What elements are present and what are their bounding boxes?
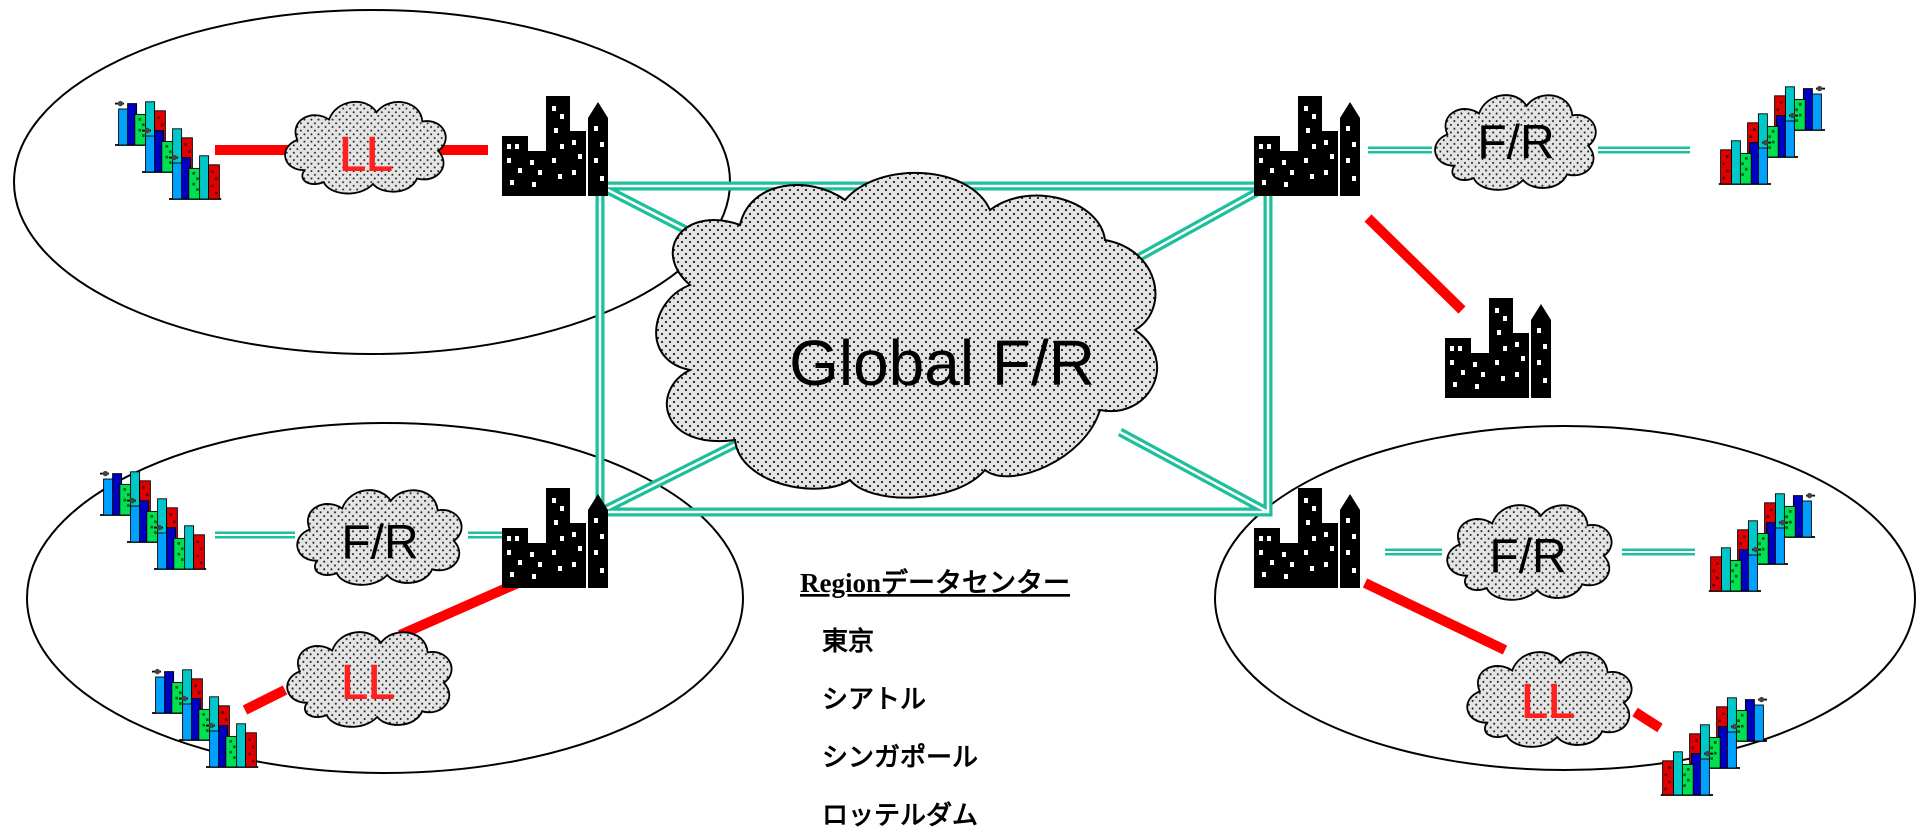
bottom-right-ll-label: LL [1521,676,1574,729]
legend: Regionデータセンター 東京 シアトル シンガポール ロッテルダム [800,567,1070,830]
legend-title: Regionデータセンター [800,567,1070,598]
branch-offices-bottom-right-ll-icon [1661,697,1767,795]
legend-item-seattle: シアトル [822,685,926,715]
top-right-fr-label: F/R [1477,117,1554,170]
branch-offices-top-right-icon [1719,86,1825,184]
bottom-left-ll-label: LL [341,657,394,710]
top-left-ll-label: LL [339,129,392,182]
branch-offices-top-left-icon [115,101,221,199]
legend-item-rotterdam: ロッテルダム [822,800,978,830]
global-fr-cloud: Global F/R [655,171,1159,499]
bottom-right-fr-label: F/R [1489,531,1566,584]
frame-relay-backbone [595,181,1273,517]
branch-offices-bottom-left-fr-icon [100,471,206,569]
branch-offices-bottom-left-ll-icon [152,669,258,767]
datacenter-top-right-icon [1254,96,1360,196]
region-ellipse-bottom-left [26,422,744,774]
fr-access-lines [215,146,1695,556]
region-ellipse-bottom-right [1214,425,1916,771]
datacenter-top-left-icon [502,96,608,196]
legend-item-singapore: シンガポール [822,742,978,773]
datacenter-bottom-left-icon [502,488,608,588]
global-fr-label: Global F/R [789,327,1095,399]
legend-item-tokyo: 東京 [822,626,874,657]
bottom-left-fr-label: F/R [341,517,418,570]
branch-offices-bottom-right-fr-icon [1709,493,1815,591]
datacenter-branch-right-icon [1445,298,1551,398]
leased-lines [215,145,1663,733]
